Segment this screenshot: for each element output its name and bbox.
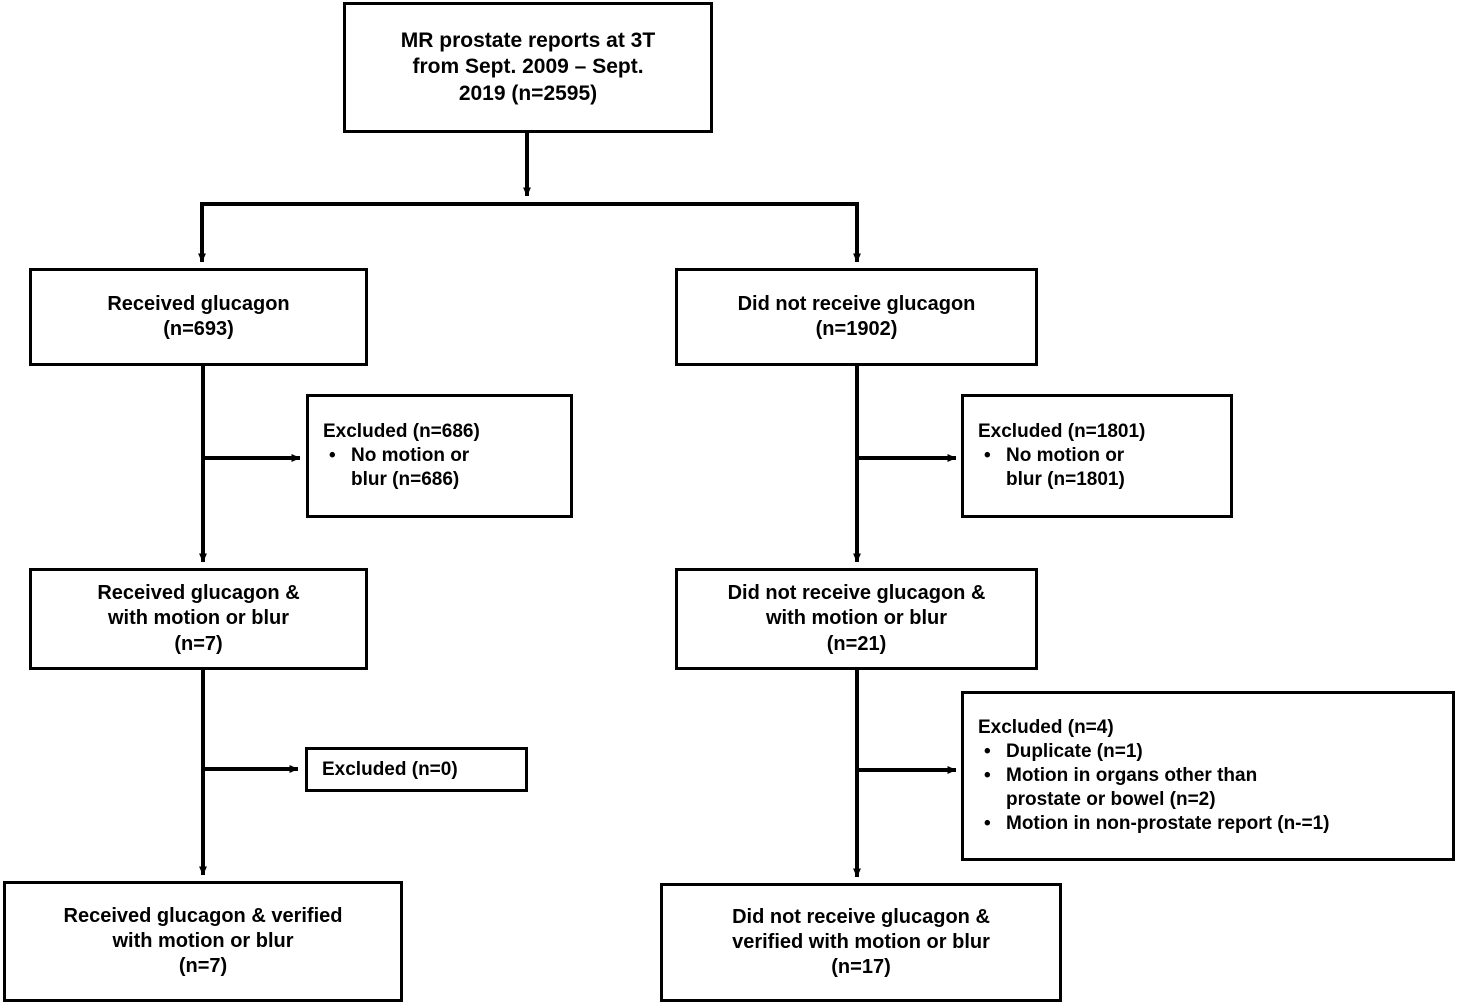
list-item-text-line-2: prostate or bowel (n=2) xyxy=(1006,788,1216,810)
list-item-text-line-1: Motion in non-prostate report (n-=1) xyxy=(1006,812,1330,834)
list-item: • No motion or blur (n=686) xyxy=(323,444,469,492)
bullet-icon: • xyxy=(329,445,336,467)
node-glucagon-verified-line-2: with motion or blur xyxy=(112,929,294,952)
node-source-line-2: from Sept. 2009 – Sept. xyxy=(412,55,644,79)
node-excluded-glucagon-1-bullets: • No motion or blur (n=686) xyxy=(323,444,469,492)
list-item-text: No motion or blur (n=1801) xyxy=(1006,444,1125,492)
node-source: MR prostate reports at 3T from Sept. 200… xyxy=(343,2,713,133)
node-did-not-receive-glucagon: Did not receive glucagon (n=1902) xyxy=(675,268,1038,366)
node-excluded-glucagon-1-heading: Excluded (n=686) xyxy=(323,421,480,443)
connector-no-glucagon-to-with-motion xyxy=(853,366,957,563)
list-item-text-line-1: No motion or xyxy=(351,445,470,467)
bullet-icon: • xyxy=(984,741,991,763)
list-item: • Motion in non-prostate report (n-=1) xyxy=(978,812,1330,836)
list-item: • Motion in organs other than prostate o… xyxy=(978,764,1330,812)
list-item-text: Duplicate (n=1) xyxy=(1006,740,1330,764)
list-item-text-line-1: Duplicate (n=1) xyxy=(1006,741,1143,763)
connector-glucagon-motion-to-verified xyxy=(199,670,299,876)
node-no-glucagon-verified-line-3: (n=17) xyxy=(831,956,891,979)
node-excluded-no-glucagon-2: Excluded (n=4) • Duplicate (n=1) • Motio… xyxy=(961,691,1455,861)
node-no-glucagon-with-motion-line-2: with motion or blur xyxy=(765,607,948,630)
list-item-text-line-1: Motion in organs other than xyxy=(1006,765,1258,787)
node-glucagon-verified: Received glucagon & verified with motion… xyxy=(3,881,403,1002)
node-no-glucagon-with-motion-line-3: (n=21) xyxy=(826,632,887,655)
node-received-glucagon-line-2: (n=693) xyxy=(163,318,234,340)
list-item-text-line-1: No motion or xyxy=(1006,445,1125,467)
node-no-glucagon-with-motion: Did not receive glucagon & with motion o… xyxy=(675,568,1038,670)
node-glucagon-with-motion-line-3: (n=7) xyxy=(174,632,223,655)
node-excluded-no-glucagon-1-heading: Excluded (n=1801) xyxy=(978,421,1146,443)
node-no-glucagon-verified: Did not receive glucagon & verified with… xyxy=(660,883,1062,1002)
bullet-icon: • xyxy=(984,812,991,834)
list-item-text-line-2: blur (n=1801) xyxy=(1006,468,1125,490)
node-source-line-3: 2019 (n=2595) xyxy=(458,81,598,105)
node-glucagon-verified-line-1: Received glucagon & verified xyxy=(63,904,343,927)
node-glucagon-with-motion: Received glucagon & with motion or blur … xyxy=(29,568,368,670)
node-excluded-glucagon-1: Excluded (n=686) • No motion or blur (n=… xyxy=(306,394,573,518)
list-item-text: No motion or blur (n=686) xyxy=(351,444,469,492)
list-item: • Duplicate (n=1) xyxy=(978,740,1330,764)
node-received-glucagon: Received glucagon (n=693) xyxy=(29,268,368,366)
node-excluded-glucagon-2: Excluded (n=0) xyxy=(305,747,528,792)
node-no-glucagon-with-motion-line-1: Did not receive glucagon & xyxy=(727,582,986,605)
list-item-text: Motion in non-prostate report (n-=1) xyxy=(1006,812,1330,836)
list-item-text: Motion in organs other than prostate or … xyxy=(1006,764,1330,812)
node-glucagon-with-motion-line-1: Received glucagon & xyxy=(97,582,300,605)
list-item: • No motion or blur (n=1801) xyxy=(978,444,1125,492)
connector-glucagon-to-with-motion xyxy=(199,366,301,563)
node-received-glucagon-line-1: Received glucagon xyxy=(107,292,290,315)
node-did-not-receive-glucagon-line-1: Did not receive glucagon xyxy=(737,292,976,315)
node-excluded-no-glucagon-1-bullets: • No motion or blur (n=1801) xyxy=(978,444,1125,492)
node-excluded-no-glucagon-2-bullets: • Duplicate (n=1) • Motion in organs oth… xyxy=(978,740,1330,836)
node-excluded-no-glucagon-1: Excluded (n=1801) • No motion or blur (n… xyxy=(961,394,1233,518)
node-glucagon-verified-line-3: (n=7) xyxy=(178,955,228,978)
node-glucagon-with-motion-line-2: with motion or blur xyxy=(107,607,290,630)
connector-no-glucagon-motion-to-verified xyxy=(853,670,957,878)
node-excluded-glucagon-2-heading: Excluded (n=0) xyxy=(322,758,458,780)
node-no-glucagon-verified-line-2: verified with motion or blur xyxy=(732,930,990,953)
node-did-not-receive-glucagon-line-2: (n=1902) xyxy=(815,318,898,340)
node-source-line-1: MR prostate reports at 3T xyxy=(400,28,656,52)
node-no-glucagon-verified-line-1: Did not receive glucagon & xyxy=(732,905,990,928)
list-item-text-line-2: blur (n=686) xyxy=(351,468,460,490)
bullet-icon: • xyxy=(984,445,991,467)
node-excluded-no-glucagon-2-heading: Excluded (n=4) xyxy=(978,717,1114,739)
bullet-icon: • xyxy=(984,765,991,787)
